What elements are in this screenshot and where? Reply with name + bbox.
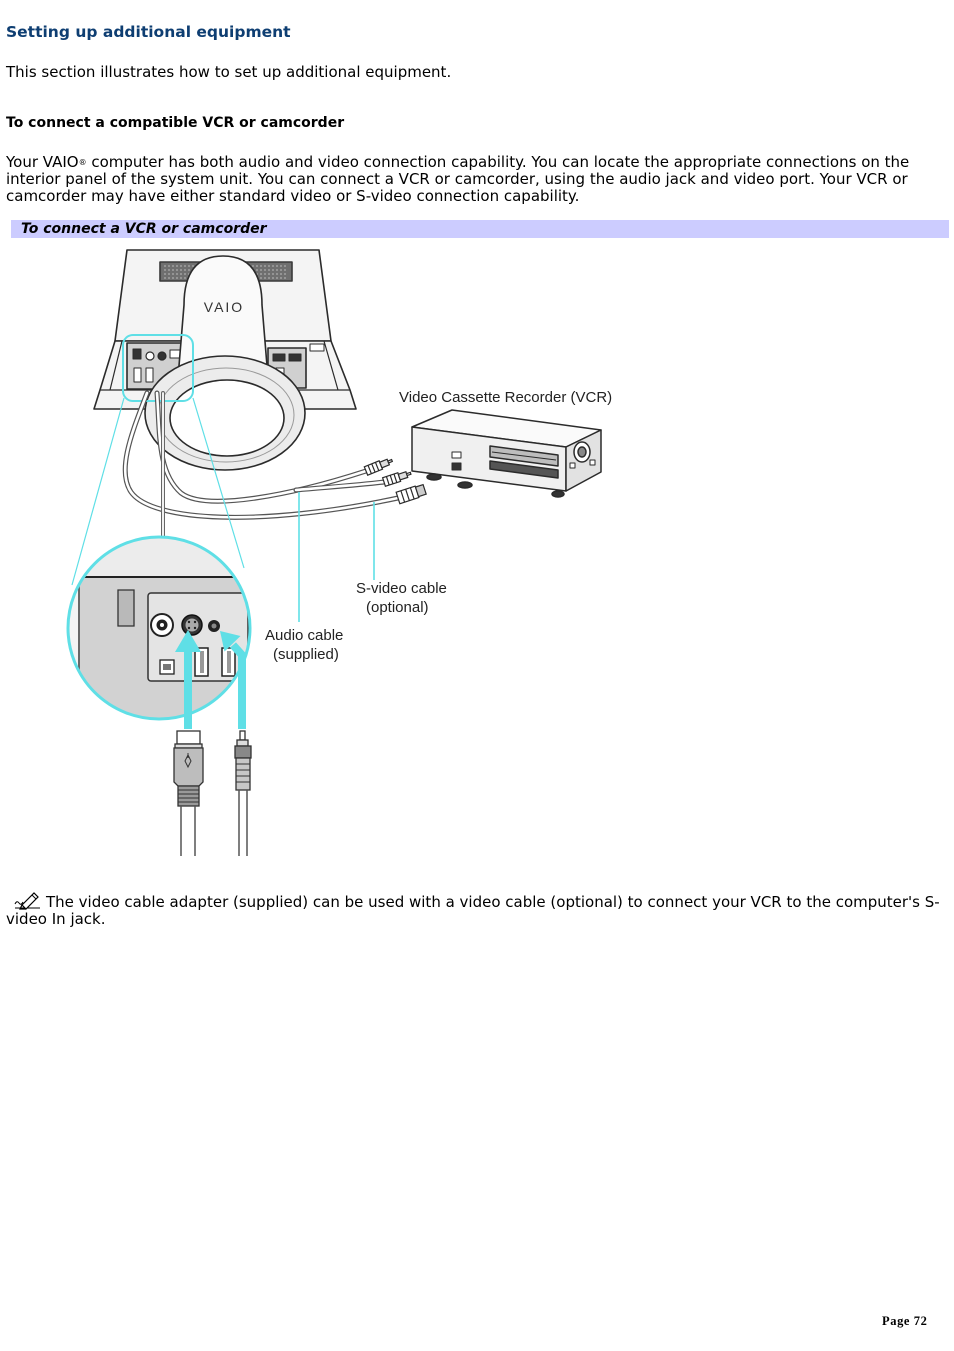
s-video-pin: [193, 620, 197, 624]
s-video-cable-sublabel: (optional): [366, 599, 429, 616]
panel-port: [157, 351, 167, 361]
s-video-port-inner: [185, 618, 199, 632]
computer-stand-neck: [177, 255, 269, 379]
usb-port-tongue: [227, 651, 231, 673]
vcr-label: Video Cassette Recorder (VCR): [399, 389, 612, 406]
intro-text: This section illustrates how to set up a…: [6, 63, 452, 81]
vcr-foot: [457, 481, 473, 489]
audio-cable-branch-core: [294, 480, 386, 492]
vcr-dial-center: [577, 446, 587, 458]
vcr-button: [569, 462, 576, 469]
s-video-plug-mark: [184, 753, 192, 769]
procedure-body: Your VAIO® computer has both audio and v…: [6, 154, 949, 205]
rca-plug: [381, 470, 412, 488]
usb-port-tongue: [200, 651, 204, 673]
panel-port: [132, 348, 142, 360]
video-port-pin: [160, 623, 164, 627]
stand-base-inner: [169, 379, 285, 457]
audio-insert-arrow-shaft: [230, 642, 246, 729]
vcr-connection-illustration: VAIO: [66, 249, 612, 856]
panel-port: [145, 367, 154, 383]
note-pencil-icon: [14, 892, 40, 910]
rca-plug: [363, 458, 394, 476]
s-video-plug-cable: [180, 806, 196, 856]
registered-mark: ®: [78, 158, 87, 167]
panel-port: [145, 351, 155, 361]
panel-port: [272, 353, 286, 362]
magnifier-ring: [66, 535, 252, 721]
vcr-end-plugs: [363, 458, 427, 505]
audio-jack-center: [211, 623, 217, 629]
vcr-display: [489, 460, 559, 479]
vcr-foot: [426, 473, 442, 481]
figure-caption: To connect a VCR or camcorder: [21, 221, 267, 237]
vcr-foot: [551, 490, 565, 498]
magnifier-connector: [71, 397, 245, 586]
vcr-slot-line: [491, 451, 557, 461]
note: The video cable adapter (supplied) can b…: [6, 890, 949, 928]
s-video-pin: [187, 620, 191, 624]
body-text-start: Your VAIO: [6, 153, 79, 171]
audio-plug-body: [234, 745, 252, 759]
panel-port: [288, 353, 302, 362]
audio-plug-grip: [235, 757, 251, 791]
audio-plug-closeup: [234, 730, 252, 856]
vcr-button: [451, 462, 462, 471]
audio-cable-sublabel: (supplied): [273, 646, 339, 663]
audio-plug-collar: [236, 739, 249, 747]
s-video-plug-ridges: [178, 789, 199, 803]
vcr-button: [589, 459, 596, 466]
port-magnifier: [66, 535, 252, 721]
vcr-button: [451, 451, 462, 459]
vcr: [411, 409, 602, 498]
small-port-inner: [163, 664, 171, 670]
procedure-heading: To connect a compatible VCR or camcorder: [6, 115, 345, 131]
panel-notch: [117, 589, 135, 627]
s-video-plug-grip: [177, 785, 200, 807]
section-title: Setting up additional equipment: [6, 23, 291, 41]
panel-latch: [309, 343, 325, 352]
cables: [122, 390, 401, 542]
audio-plug-tip: [239, 730, 246, 741]
panel-port: [133, 367, 142, 383]
s-video-cable-label: S-video cable: [356, 580, 447, 597]
audio-plug-cable: [238, 790, 248, 856]
page-number: Page 72: [882, 1314, 928, 1328]
note-text: The video cable adapter (supplied) can b…: [6, 893, 940, 928]
s-video-plug: [395, 483, 427, 505]
s-video-cable-core: [123, 391, 400, 519]
figure-caption-bar: To connect a VCR or camcorder: [11, 220, 949, 238]
vaio-logo: VAIO: [204, 299, 244, 315]
body-text-rest: computer has both audio and video connec…: [6, 153, 910, 205]
audio-plug-ridges: [236, 763, 250, 783]
s-video-plug-closeup: [173, 730, 204, 856]
s-video-pin: [193, 626, 197, 630]
s-video-insert-arrow: [175, 630, 201, 729]
s-video-plug-tip: [176, 730, 201, 745]
audio-insert-arrow-head: [220, 631, 241, 652]
s-video-pin: [187, 626, 191, 630]
audio-cable-label: Audio cable: [265, 627, 343, 644]
computer-rear-view: VAIO: [93, 249, 357, 471]
panel-left-strip: [69, 578, 78, 718]
